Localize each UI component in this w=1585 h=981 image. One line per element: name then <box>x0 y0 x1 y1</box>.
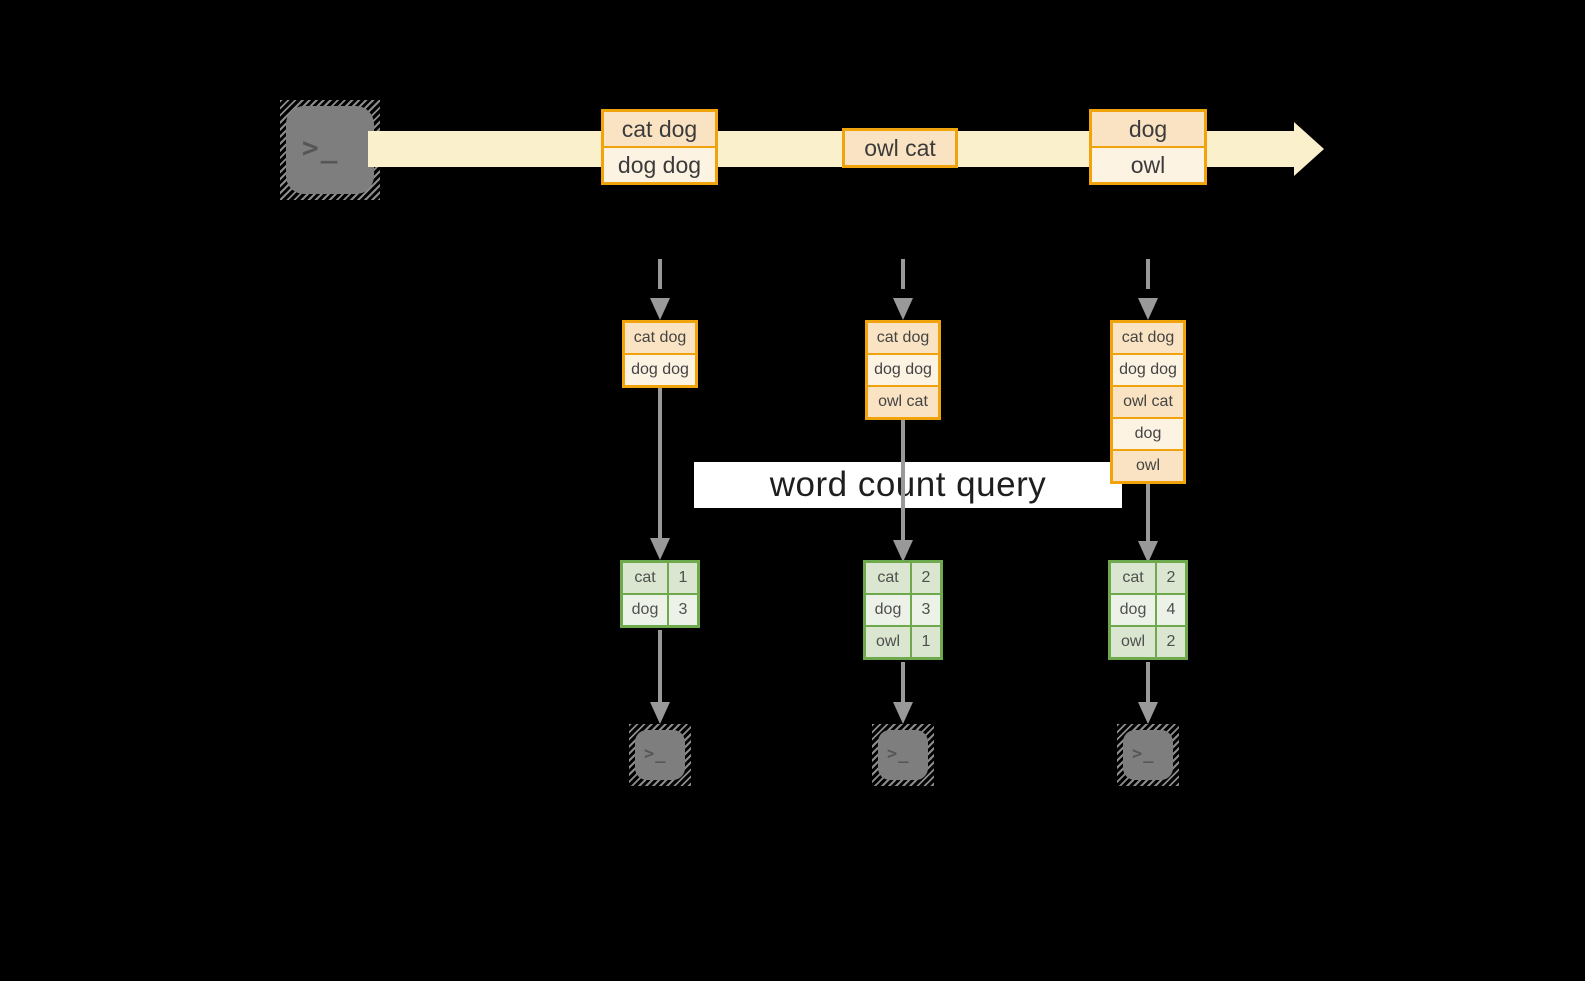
connector-line <box>901 662 905 702</box>
result-count-cell: 1 <box>669 563 697 593</box>
result-count-cell: 2 <box>1157 627 1185 657</box>
result-word-cell: dog <box>1111 595 1155 625</box>
dashed-arrow-line <box>1146 259 1150 289</box>
down-arrowhead-icon <box>650 702 670 724</box>
dashed-arrow-line <box>658 259 662 289</box>
result-word-cell: dog <box>623 595 667 625</box>
stream-record: dog <box>1092 112 1204 146</box>
state-row: dog dog <box>1113 353 1183 385</box>
stream-record: owl cat <box>845 131 955 165</box>
down-arrowhead-icon <box>650 298 670 320</box>
connector-line <box>1146 662 1150 702</box>
source-terminal-icon: >_ <box>280 100 380 200</box>
down-arrowhead-icon <box>893 298 913 320</box>
sink-terminal-icon: >_ <box>629 724 691 786</box>
result-count-cell: 3 <box>912 595 940 625</box>
state-row: cat dog <box>1113 323 1183 353</box>
result-count-cell: 2 <box>1157 563 1185 593</box>
query-label: word count query <box>769 465 1047 504</box>
terminal-prompt-glyph: >_ <box>887 743 910 764</box>
stream-batch-box: owl cat <box>842 128 958 168</box>
terminal-prompt-glyph: >_ <box>1132 743 1155 764</box>
state-row: owl <box>1113 449 1183 481</box>
result-count-cell: 1 <box>912 627 940 657</box>
result-word-cell: cat <box>1111 563 1155 593</box>
down-arrowhead-icon <box>1138 541 1158 563</box>
connector-line <box>658 630 662 702</box>
stream-arrowhead-icon <box>1294 122 1324 176</box>
result-word-cell: owl <box>1111 627 1155 657</box>
result-word-cell: cat <box>623 563 667 593</box>
down-arrowhead-icon <box>893 702 913 724</box>
terminal-prompt-glyph: >_ <box>644 743 667 764</box>
down-arrowhead-icon <box>893 540 913 562</box>
stream-record: owl <box>1092 146 1204 182</box>
result-count-cell: 4 <box>1157 595 1185 625</box>
dashed-arrow-line <box>901 259 905 289</box>
down-arrowhead-icon <box>1138 702 1158 724</box>
state-row: cat dog <box>868 323 938 353</box>
terminal-prompt-glyph: >_ <box>301 130 340 164</box>
stream-record: dog dog <box>604 146 715 182</box>
state-row: owl cat <box>868 385 938 417</box>
stream-record: cat dog <box>604 112 715 146</box>
result-word-cell: owl <box>866 627 910 657</box>
terminal-screen: >_ <box>286 106 374 194</box>
result-word-cell: cat <box>866 563 910 593</box>
result-count-cell: 2 <box>912 563 940 593</box>
query-band: word count query <box>694 462 1122 508</box>
connector-line <box>658 388 662 538</box>
state-row: dog dog <box>868 353 938 385</box>
result-count-cell: 3 <box>669 595 697 625</box>
state-row: dog dog <box>625 353 695 385</box>
state-row: cat dog <box>625 323 695 353</box>
down-arrowhead-icon <box>1138 298 1158 320</box>
sink-terminal-icon: >_ <box>872 724 934 786</box>
connector-line <box>1146 484 1150 541</box>
connector-line <box>901 420 905 540</box>
state-row: dog <box>1113 417 1183 449</box>
result-word-cell: dog <box>866 595 910 625</box>
terminal-screen: >_ <box>1123 730 1173 780</box>
sink-terminal-icon: >_ <box>1117 724 1179 786</box>
terminal-screen: >_ <box>878 730 928 780</box>
state-row: owl cat <box>1113 385 1183 417</box>
terminal-screen: >_ <box>635 730 685 780</box>
down-arrowhead-icon <box>650 538 670 560</box>
